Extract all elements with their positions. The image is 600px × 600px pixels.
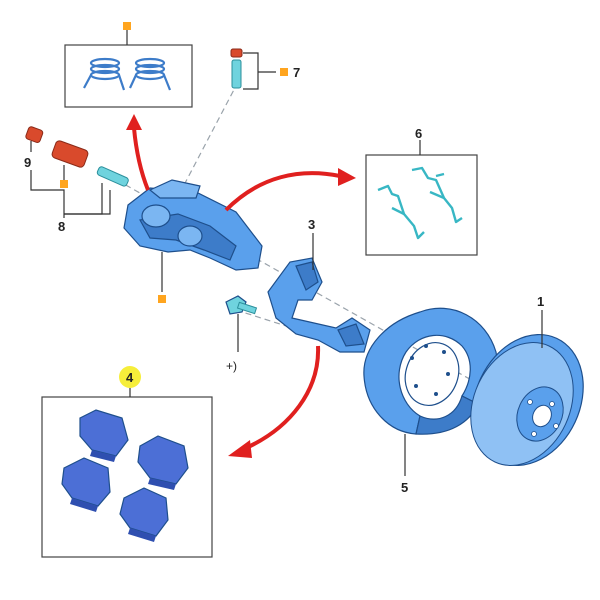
sleeve-8 — [51, 140, 89, 168]
springs-box — [64, 22, 193, 108]
callout-1: 1 — [537, 294, 544, 309]
bleed-cap — [230, 48, 243, 58]
clip-icon — [411, 166, 463, 224]
orange-square-icon — [280, 68, 288, 76]
brake-pad-icon — [61, 457, 111, 512]
red-arrow-icon — [126, 114, 150, 191]
brake-pad-icon — [119, 487, 169, 542]
callout-bolt: +) — [226, 359, 237, 373]
spring-icon — [129, 57, 172, 91]
callout-3: 3 — [308, 217, 315, 232]
orange-square-icon — [60, 180, 68, 188]
callout-4: 4 — [126, 370, 134, 385]
red-arrow-icon — [224, 168, 356, 212]
spring-icon — [83, 57, 126, 91]
red-arrow-icon — [228, 345, 321, 458]
brake-pad-icon — [79, 409, 129, 462]
guide-pin-group: 9 8 — [24, 126, 129, 234]
callout-5: 5 — [401, 480, 408, 495]
dust-shield: 5 — [363, 307, 498, 495]
brake-disc: 1 — [470, 294, 584, 467]
callout-8: 8 — [58, 219, 65, 234]
callout-9: 9 — [24, 155, 31, 170]
brake-pad-icon — [137, 435, 189, 490]
callout-4-highlight — [119, 366, 141, 388]
bleed-screw — [231, 59, 242, 89]
clips-box: 6 — [365, 126, 478, 256]
cap-9 — [25, 126, 44, 143]
caliper-bracket: 3 — [267, 217, 371, 353]
bracket-bolt: +) — [225, 295, 258, 373]
clip-icon — [377, 184, 425, 240]
callout-6: 6 — [415, 126, 422, 141]
guide-pin — [96, 166, 129, 187]
orange-square-icon — [123, 22, 131, 30]
bleed-screw-group: 7 — [230, 48, 300, 90]
orange-square-icon — [158, 295, 166, 303]
pads-box: 4 — [41, 366, 213, 558]
callout-7: 7 — [293, 65, 300, 80]
